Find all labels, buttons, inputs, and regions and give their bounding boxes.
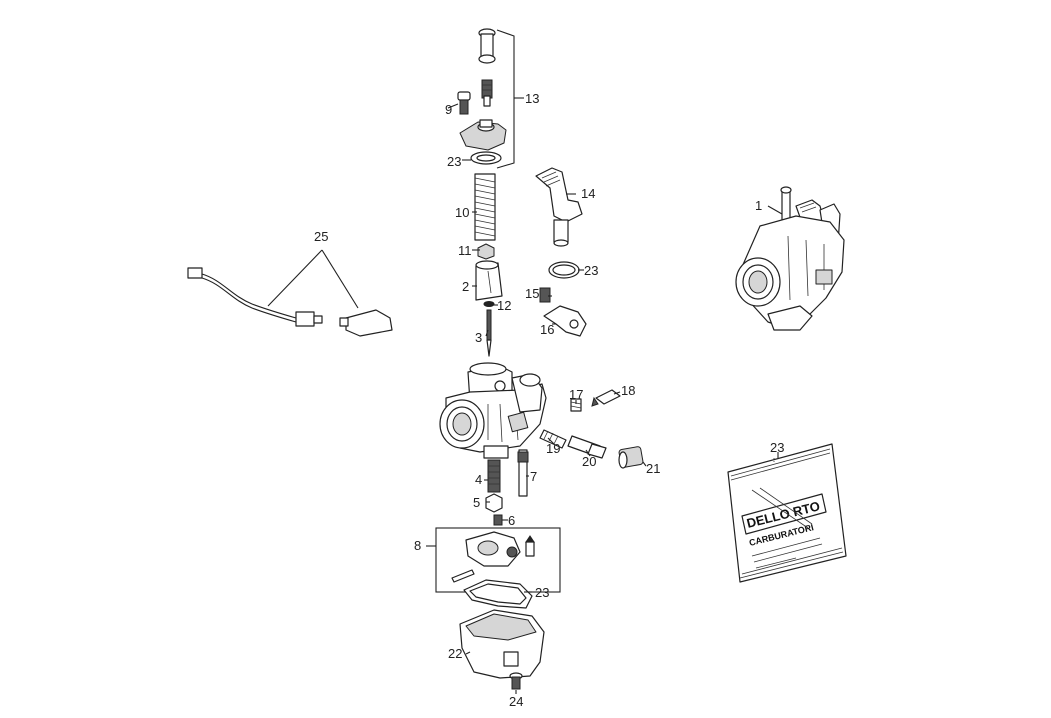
callout-labels: 1 2 3 4 5 6 7 8 9 10 11 12 13 14 15 16 1… [314, 91, 784, 709]
callout-8: 8 [414, 538, 421, 553]
float [465, 531, 521, 567]
jet-6 [493, 514, 503, 526]
callout-23-top: 23 [447, 154, 461, 169]
float-gasket-23 [463, 579, 533, 609]
throttle-slide-2 [475, 260, 503, 301]
sensor-cable-25 [187, 249, 393, 337]
callout-1: 1 [755, 198, 762, 213]
cable-nipple [481, 79, 493, 107]
screw-18 [591, 389, 621, 407]
choke-lever-14 [535, 167, 583, 247]
needle-clip-12 [483, 301, 495, 307]
callout-15: 15 [525, 286, 539, 301]
gasket-23-top [470, 151, 502, 165]
callout-10: 10 [455, 205, 469, 220]
retainer-11 [477, 243, 495, 260]
screw-9 [447, 91, 471, 115]
carburetor-body [439, 362, 547, 459]
float-needle [525, 535, 535, 557]
carb-top-cap [459, 119, 507, 151]
cap-21 [618, 446, 644, 469]
callout-9: 9 [445, 102, 452, 117]
emulsion-tube-7 [517, 449, 529, 497]
callout-5: 5 [473, 495, 480, 510]
bracket-13 [496, 29, 524, 169]
o-ring-23-right [548, 261, 580, 279]
callout-16: 16 [540, 322, 554, 337]
callout-24: 24 [509, 694, 523, 709]
drain-screw-24 [509, 672, 523, 690]
callout-6: 6 [508, 513, 515, 528]
callout-22: 22 [448, 646, 462, 661]
callout-19: 19 [546, 441, 560, 456]
screw-15 [539, 287, 551, 303]
callout-2: 2 [462, 279, 469, 294]
callout-25: 25 [314, 229, 328, 244]
callout-23-manual: 23 [770, 440, 784, 455]
manual-booklet-23: DELLO RTO CARBURATORI [727, 443, 847, 583]
spring-10 [474, 173, 496, 241]
callout-3: 3 [475, 330, 482, 345]
spring-17 [570, 398, 582, 412]
float-pin [451, 569, 475, 583]
callout-13: 13 [525, 91, 539, 106]
callout-17: 17 [569, 387, 583, 402]
filter-4 [487, 459, 501, 493]
idle-screw-20 [567, 435, 607, 459]
nut-5 [485, 493, 503, 513]
callout-7: 7 [530, 469, 537, 484]
float-bowl-22 [459, 609, 545, 679]
callout-18: 18 [621, 383, 635, 398]
assembled-carburetor-1 [735, 186, 845, 331]
callout-4: 4 [475, 472, 482, 487]
spring-19 [539, 429, 567, 449]
callout-20: 20 [582, 454, 596, 469]
bracket-16 [543, 305, 587, 337]
jet-needle-3 [486, 309, 492, 357]
leader-lines [462, 159, 779, 694]
callout-12: 12 [497, 298, 511, 313]
cable-adjuster [478, 28, 496, 64]
callout-14: 14 [581, 186, 595, 201]
callout-11: 11 [458, 243, 472, 258]
callout-23-right: 23 [584, 263, 598, 278]
callout-21: 21 [646, 461, 660, 476]
callout-23-gasket: 23 [535, 585, 549, 600]
